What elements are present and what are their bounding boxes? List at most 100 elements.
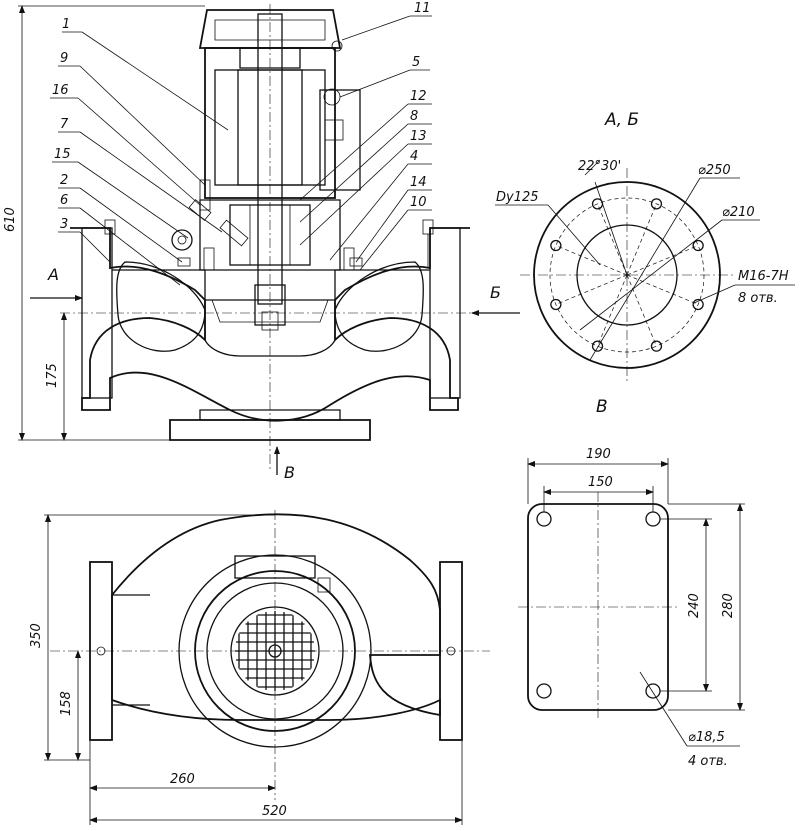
leader-11: 11: [341, 1, 432, 41]
gland-top: [317, 577, 331, 593]
svg-text:12: 12: [410, 89, 427, 104]
svg-text:9: 9: [60, 51, 68, 66]
casing-top-line: [112, 269, 206, 300]
lantern-bracket: [199, 199, 341, 271]
flange-radial-line: [597, 274, 628, 347]
drain-plug: [219, 219, 249, 247]
leader-16: 16: [50, 83, 201, 206]
dim-150-text: 150: [588, 475, 613, 490]
flange-bolt-hole: [550, 298, 562, 311]
hole-d-text: ⌀18,5: [688, 730, 725, 745]
lantern-bolt-right: [343, 247, 355, 271]
flange-radial-line: [626, 274, 699, 305]
svg-text:16: 16: [52, 83, 69, 98]
thread-holes-text: 8 отв.: [738, 291, 778, 306]
d250-text: ⌀250: [698, 163, 731, 178]
flange-bolt-hole: [692, 239, 704, 252]
motor-lug: [323, 88, 341, 106]
dn-leader: [547, 204, 601, 266]
foot-pad: [199, 409, 341, 421]
base-view-title: В: [596, 397, 608, 417]
fan-cowl: [198, 9, 342, 49]
d210-text: ⌀210: [722, 205, 755, 220]
svg-text:14: 14: [410, 175, 427, 190]
base-hole-tr: [645, 511, 661, 527]
cable-gland: [324, 119, 344, 141]
leader-13: 13: [299, 129, 432, 246]
dim-190-text: 190: [586, 447, 611, 462]
stud-right: [422, 219, 434, 235]
arrow-b-label: Б: [490, 283, 501, 302]
dim-175-text: 175: [45, 363, 60, 388]
leader-3: 3: [58, 217, 111, 263]
dim-240-text: 240: [687, 593, 702, 618]
leader-5: 5: [339, 55, 430, 98]
dim-280-text: 280: [721, 593, 736, 618]
svg-text:1: 1: [62, 17, 70, 32]
lifting-eye-hole: [177, 235, 187, 245]
flange-radial-line: [555, 274, 628, 305]
arrow-v-label: В: [284, 463, 295, 482]
leader-14: 14: [355, 175, 432, 263]
terminal-box: [319, 89, 361, 191]
leader-8: 8: [299, 109, 432, 223]
svg-text:7: 7: [60, 117, 69, 132]
volute-cavity-right: [334, 261, 424, 352]
leader-callouts: 1 9 16 7 15 2 6 3: [50, 1, 432, 286]
flange-radial-line: [626, 274, 657, 347]
flange-bolt-hole: [591, 340, 604, 352]
impeller: [211, 299, 329, 323]
nut-left: [177, 257, 191, 267]
fan: [214, 19, 326, 41]
dim-158-text: 158: [59, 691, 74, 716]
dim-610-text: 610: [3, 207, 18, 232]
svg-text:8: 8: [410, 109, 418, 124]
top-view: 350 158 260 520: [29, 510, 490, 825]
svg-text:2: 2: [60, 173, 68, 188]
flange-view: А, Б 22°30' Dy125 ⌀250 ⌀210 M16-7H 8 отв…: [495, 110, 795, 382]
leader-1: 1: [62, 17, 229, 131]
svg-text:6: 6: [60, 193, 68, 208]
flange-radial-line: [597, 203, 628, 276]
nut-right: [349, 257, 363, 267]
leader-10: 10: [359, 195, 432, 271]
svg-text:4: 4: [410, 149, 418, 164]
flange-bolt-hole: [692, 298, 704, 311]
thread-leader: [693, 284, 736, 304]
base-hole-bl: [536, 683, 552, 699]
flange-bolt-hole: [650, 198, 663, 210]
svg-text:15: 15: [54, 147, 71, 162]
casing-top-line-right: [334, 269, 430, 300]
flange-bolt-hole: [550, 239, 562, 252]
d250-leader: [589, 177, 701, 361]
lifting-eye: [171, 229, 193, 251]
dim-260-text: 260: [170, 772, 195, 787]
svg-text:11: 11: [414, 1, 431, 16]
svg-text:10: 10: [410, 195, 427, 210]
cowl-screw: [331, 40, 343, 52]
svg-text:3: 3: [60, 217, 68, 232]
leader-4: 4: [329, 149, 432, 261]
angle-tick: [584, 159, 601, 176]
top-flange-right: [439, 561, 463, 741]
leader-12: 12: [299, 89, 432, 201]
svg-text:5: 5: [412, 55, 420, 70]
leader-15: 15: [52, 147, 189, 239]
leader-2: 2: [58, 173, 183, 263]
top-casing-outline: [111, 513, 441, 721]
volute-cavity-left: [116, 261, 206, 352]
base-hole-br: [645, 683, 661, 699]
front-section-view: А Б В 610 175: [3, 4, 520, 482]
angle-leader: [594, 181, 628, 276]
flange-bolt-hole: [650, 340, 663, 352]
leader-7: 7: [58, 117, 223, 233]
flange-radial-line: [555, 245, 628, 276]
dn-text: Dy125: [496, 190, 539, 205]
dim-520-text: 520: [262, 804, 287, 819]
lantern-bolt-left: [203, 247, 215, 271]
angle-text: 22°30': [578, 159, 621, 174]
leader-9: 9: [58, 51, 206, 186]
impeller-chamber: [204, 299, 336, 357]
hole-leader: [639, 671, 688, 747]
flange-holes: [550, 198, 704, 352]
